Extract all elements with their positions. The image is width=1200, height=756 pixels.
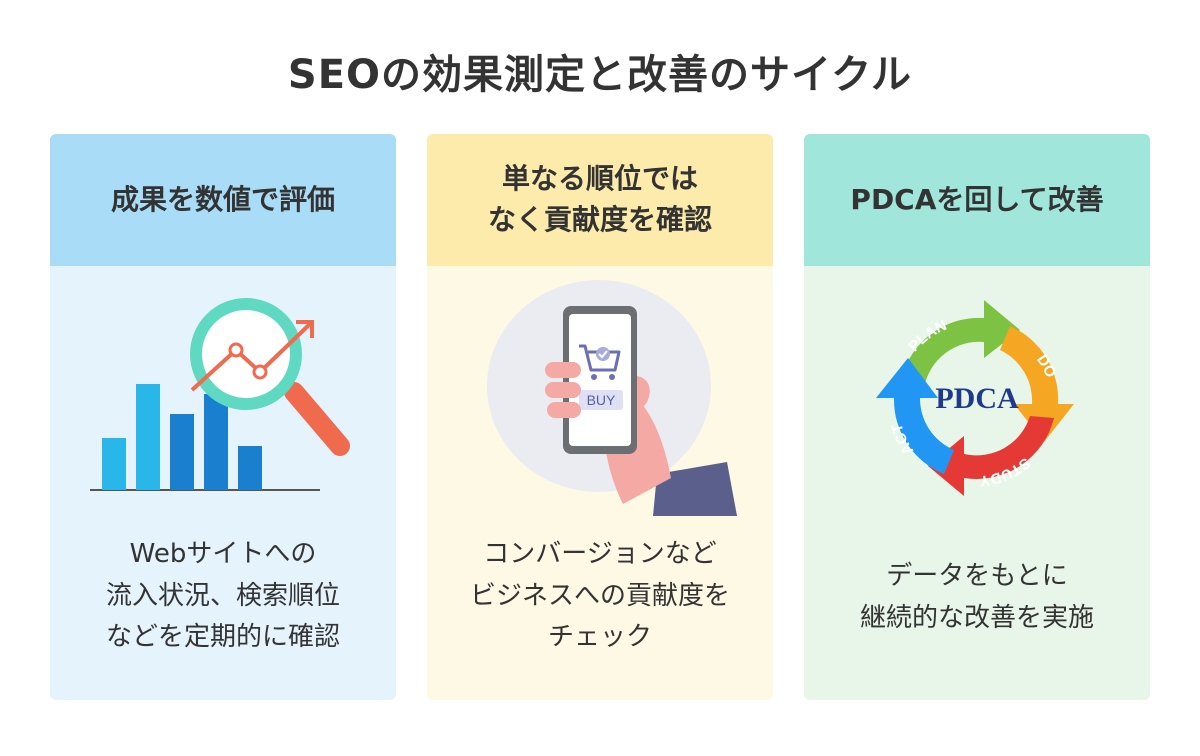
check-mark <box>598 350 608 359</box>
card-description: Webサイトへの 流入状況、検索順位 などを定期的に確認 <box>50 534 396 659</box>
cart-wheel-icon <box>591 374 597 380</box>
phone-screen <box>569 314 631 446</box>
magnifier-handle-icon <box>284 382 350 456</box>
description-line: 継続的な改善を実施 <box>859 602 1094 633</box>
card-contribution: 単なる順位では なく貢献度を確認 <box>427 134 773 700</box>
bar-icon <box>136 384 160 490</box>
card-heading: 単なる順位では なく貢献度を確認 <box>427 134 773 266</box>
description-line: などを定期的に確認 <box>105 622 340 653</box>
arrow-plan-icon <box>900 300 1020 388</box>
card-heading: 成果を数値で評価 <box>50 134 396 266</box>
heading-line: PDCAを回して改善 <box>850 182 1104 216</box>
magnifier-icon <box>190 298 302 410</box>
page-title: SEOの効果測定と改善のサイクル <box>287 52 913 98</box>
pdca-cycle-illustration: PLAN DO STUDY ACT PDCA <box>876 300 1074 496</box>
card-pdca: PDCAを回して改善 PLAN <box>804 134 1150 700</box>
heading-line: なく貢献度を確認 <box>487 203 712 236</box>
arrow-study-icon <box>928 416 1054 496</box>
description-line: ビジネスへの貢献度を <box>469 580 730 611</box>
buy-button-label: BUY <box>587 392 616 408</box>
phone-purchase-illustration: BUY <box>487 280 737 516</box>
bar-icon <box>170 414 194 490</box>
cart-icon <box>579 344 621 372</box>
card-description: コンバージョンなど ビジネスへの貢献度を チェック <box>427 534 773 659</box>
finger-icon <box>545 362 581 378</box>
bar-icon <box>102 438 126 490</box>
finger-icon <box>547 402 581 418</box>
description-line: データをもとに <box>886 561 1068 591</box>
card-evaluate-numbers: 成果を数値で評価 <box>50 134 396 700</box>
description-line: Webサイトへの <box>129 539 317 569</box>
trend-line-icon <box>190 320 314 392</box>
description-line: チェック <box>547 622 652 653</box>
bar-icon <box>238 446 262 490</box>
description-line: コンバージョンなど <box>483 539 717 569</box>
arrow-act-icon <box>876 358 954 474</box>
arrow-do-icon <box>1000 326 1074 442</box>
trend-point-icon <box>252 364 268 380</box>
description-line: 流入状況、検索順位 <box>105 580 340 611</box>
heading-line: 成果を数値で評価 <box>110 182 335 216</box>
arrow-head-icon <box>296 320 314 338</box>
thumb-icon <box>637 376 650 416</box>
sleeve-icon <box>653 462 737 516</box>
pdca-center-label: PDCA <box>935 382 1019 415</box>
heading-line: 単なる順位では <box>501 162 698 196</box>
check-icon <box>596 347 610 361</box>
card-body: PLAN DO STUDY ACT PDCA データをもとに 継続的な改善を実施 <box>804 266 1150 700</box>
buy-button <box>579 390 623 410</box>
card-heading: PDCAを回して改善 <box>804 134 1150 266</box>
trend-point-icon <box>228 342 244 358</box>
card-body: BUY コンバージョンなど ビジネスへの貢献度を チェック <box>427 266 773 700</box>
finger-icon <box>545 382 581 398</box>
card-description: データをもとに 継続的な改善を実施 <box>804 556 1150 639</box>
card-body: Webサイトへの 流入状況、検索順位 などを定期的に確認 <box>50 266 396 700</box>
cart-wheel-icon <box>609 374 615 380</box>
analytics-illustration <box>90 298 350 491</box>
bar-icon <box>204 394 228 490</box>
